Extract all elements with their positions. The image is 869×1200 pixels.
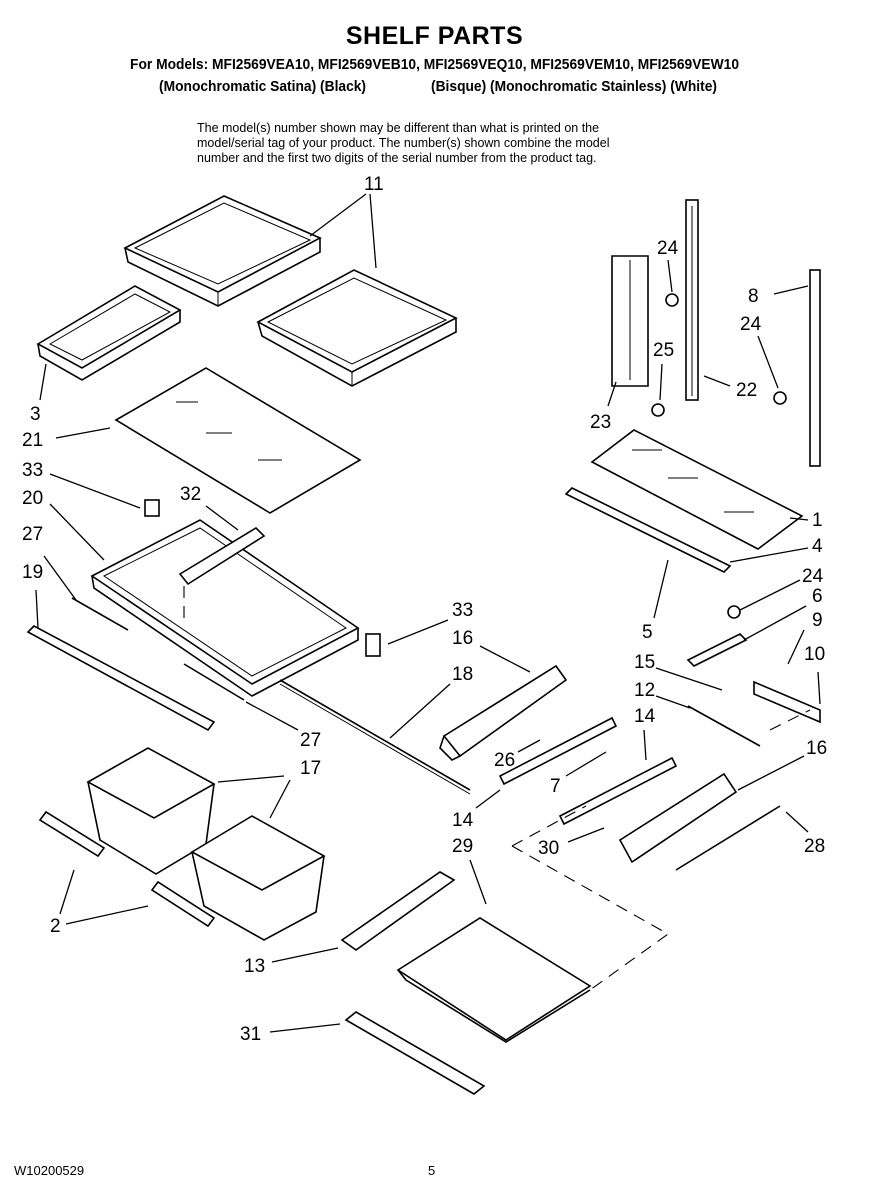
variants-left: (Monochromatic Satina) (Black) [159, 78, 367, 95]
callout-21: 21 [22, 430, 43, 451]
trim-4 [564, 487, 732, 573]
callout-33: 33 [452, 600, 473, 621]
support-16-lower [618, 772, 738, 864]
handle-31 [344, 1011, 486, 1095]
cover-13 [340, 871, 456, 951]
callout-24: 24 [657, 238, 679, 259]
callout-29: 29 [452, 836, 473, 857]
callout-14: 14 [452, 810, 474, 831]
callout-17: 17 [300, 758, 321, 779]
callout-32: 32 [180, 484, 201, 505]
callout-24: 24 [740, 314, 762, 335]
rail-10 [687, 680, 821, 747]
notice-line-2: model/serial tag of your product. The nu… [197, 136, 610, 150]
callout-11: 11 [364, 174, 384, 195]
trim-19 [26, 625, 216, 732]
callout-1: 1 [812, 510, 823, 531]
callout-8: 8 [748, 286, 759, 307]
slide-27 [71, 597, 245, 701]
screws-24-25 [651, 293, 787, 417]
rod-18 [279, 679, 471, 795]
callout-9: 9 [812, 610, 823, 631]
crisper-17-right [190, 815, 326, 941]
page-number: 5 [428, 1163, 436, 1178]
shelf-11-lower [256, 269, 458, 387]
callout-15: 15 [634, 652, 655, 673]
shelf-3 [36, 285, 182, 381]
callout-27: 27 [300, 730, 321, 751]
callout-22: 22 [736, 380, 757, 401]
callout-19: 19 [22, 562, 43, 583]
callout-26: 26 [494, 750, 515, 771]
callout-14: 14 [634, 706, 656, 727]
callout-20: 20 [22, 488, 43, 509]
callout-7: 7 [550, 776, 561, 797]
callout-25: 25 [653, 340, 674, 361]
leader-lines [35, 193, 821, 1033]
dashed-guides [511, 709, 811, 991]
callout-10: 10 [804, 644, 825, 665]
callout-18: 18 [452, 664, 473, 685]
drawer-29 [396, 917, 592, 1043]
support-16-upper [439, 664, 568, 761]
callout-30: 30 [538, 838, 559, 859]
callout-6: 6 [812, 586, 823, 607]
callout-16: 16 [452, 628, 473, 649]
glass-shelf-1 [590, 429, 804, 550]
crisper-17-left [86, 747, 216, 875]
rail-32 [178, 526, 266, 620]
rail-8 [809, 269, 821, 467]
callout-3: 3 [30, 404, 41, 425]
callout-24: 24 [802, 566, 824, 587]
callout-2: 2 [50, 916, 61, 937]
callout-33: 33 [22, 460, 43, 481]
bracket-23 [611, 255, 649, 387]
slide-14 [498, 716, 678, 826]
model-notice: The model(s) number shown may be differe… [197, 121, 717, 166]
callout-5: 5 [642, 622, 653, 643]
callout-16: 16 [806, 738, 827, 759]
page-title: SHELF PARTS [345, 22, 524, 50]
callout-23: 23 [590, 412, 611, 433]
callout-12: 12 [634, 680, 655, 701]
callout-13: 13 [244, 956, 265, 977]
rail-22 [685, 199, 699, 401]
shelf-11-upper [123, 195, 322, 307]
models-line: For Models: MFI2569VEA10, MFI2569VEB10, … [130, 56, 739, 73]
callout-4: 4 [812, 536, 823, 557]
document-number: W10200529 [14, 1163, 85, 1178]
callout-28: 28 [804, 836, 825, 857]
wire-28 [675, 805, 781, 871]
front-2 [38, 810, 216, 928]
notice-line-3: number and the first two digits of the s… [197, 151, 597, 165]
bracket-9 [686, 605, 748, 667]
shelf-frame-20 [90, 499, 381, 697]
notice-line-1: The model(s) number shown may be differe… [197, 121, 600, 135]
callout-27: 27 [22, 524, 43, 545]
callout-31: 31 [240, 1024, 261, 1045]
variants-right: (Bisque) (Monochromatic Stainless) (Whit… [431, 78, 717, 95]
glass-shelf-21 [114, 367, 362, 514]
